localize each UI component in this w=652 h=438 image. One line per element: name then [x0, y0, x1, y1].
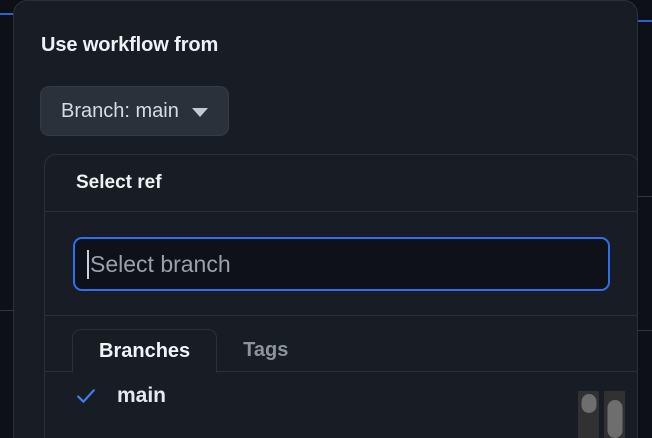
list-item[interactable]: main: [45, 372, 637, 420]
ref-type-tabs: Branches Tags: [45, 316, 637, 373]
tab-branches[interactable]: Branches: [72, 329, 218, 373]
check-icon: [77, 389, 95, 403]
select-ref-title: Select ref: [76, 172, 162, 193]
use-workflow-dialog: Use workflow from Branch: main Select re…: [13, 0, 638, 438]
branch-select-button[interactable]: Branch: main: [40, 86, 229, 136]
backdrop-accent-rule-right: [638, 20, 652, 22]
backdrop-rule-right-mid: [638, 196, 652, 197]
search-field-container: Select branch: [45, 212, 637, 316]
tab-tags[interactable]: Tags: [217, 328, 314, 372]
branch-select-button-label: Branch: main: [61, 99, 179, 122]
list-item-label: main: [117, 384, 167, 407]
tab-tags-label: Tags: [243, 338, 289, 361]
select-ref-header: Select ref: [45, 155, 637, 212]
chevron-down-icon: [191, 108, 208, 117]
list-scrollbar-thumb[interactable]: [581, 394, 596, 413]
branch-search-input[interactable]: Select branch: [73, 237, 610, 291]
select-ref-panel: Select ref Select branch Branches Tags: [44, 154, 637, 438]
backdrop-rule-right-low: [638, 330, 652, 331]
page-scrollbar[interactable]: [604, 391, 625, 438]
list-scrollbar[interactable]: [578, 391, 599, 438]
tabs-underline: [45, 371, 637, 372]
backdrop-rule-left-mid: [0, 310, 13, 311]
backdrop-accent-rule-left: [0, 13, 13, 15]
branch-list: main: [45, 372, 637, 420]
branch-search-placeholder: Select branch: [90, 250, 231, 277]
text-cursor-icon: [87, 249, 89, 279]
page-title: Use workflow from: [41, 34, 219, 56]
tab-branches-label: Branches: [99, 339, 191, 362]
page-scrollbar-thumb[interactable]: [607, 400, 622, 438]
